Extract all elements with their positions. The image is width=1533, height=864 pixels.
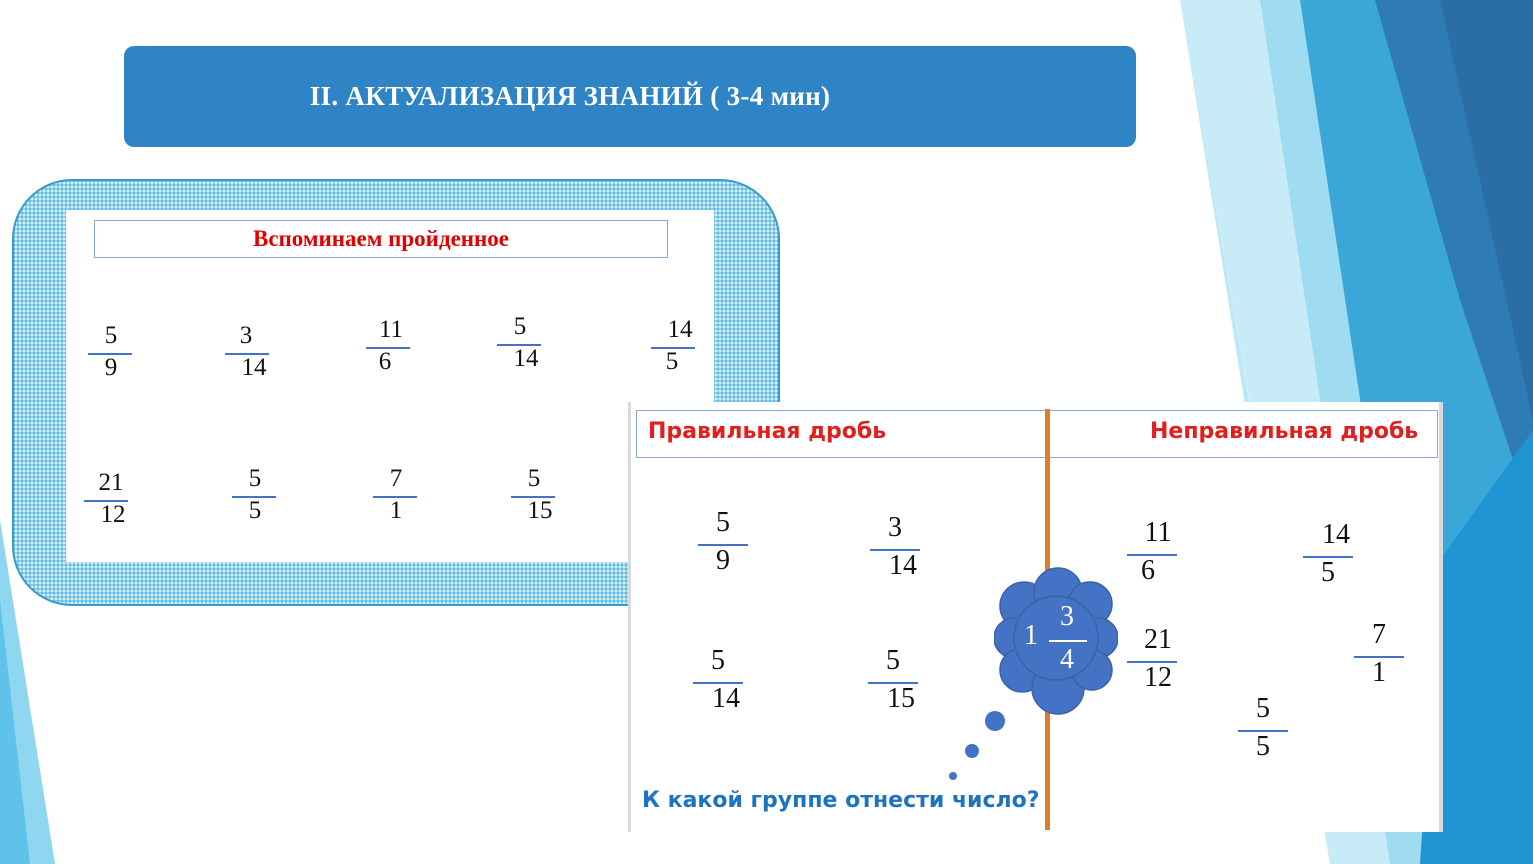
proper-fraction: 5 14: [683, 645, 753, 715]
sort-header-box: [636, 410, 1438, 458]
denominator: 15: [527, 497, 553, 524]
proper-fraction: 3 14: [860, 512, 930, 582]
improper-fraction-label: Неправильная дробь: [1150, 419, 1419, 444]
fraction-bar: [1303, 556, 1353, 558]
recall-heading: Вспоминаем пройденное: [252, 226, 509, 251]
fraction-bar: [1354, 656, 1404, 658]
recall-fraction: 5 5: [220, 465, 290, 535]
denominator: 9: [716, 545, 730, 576]
denominator: 9: [104, 354, 118, 381]
fraction-bar: [366, 347, 410, 349]
improper-fraction: 21 12: [1117, 624, 1187, 694]
denominator: 5: [1256, 731, 1270, 762]
proper-fraction-label: Правильная дробь: [648, 419, 887, 444]
recall-fraction: 14 5: [639, 316, 709, 386]
recall-fraction: 11 6: [354, 316, 424, 386]
slide-title: II. АКТУАЛИЗАЦИЯ ЗНАНИЙ ( 3-4 мин): [309, 81, 831, 111]
numerator: 5: [513, 313, 527, 340]
fraction-bar: [870, 549, 920, 551]
thought-cloud: [994, 567, 1118, 715]
improper-fraction: 11 6: [1117, 517, 1187, 587]
numerator: 7: [1372, 619, 1386, 650]
denominator: 1: [389, 497, 403, 524]
question-text: К какой группе отнести число?: [642, 788, 1040, 813]
numerator: 5: [886, 645, 900, 676]
mixed-number-bar: [1049, 640, 1087, 642]
mixed-number-denominator: 4: [1060, 644, 1074, 675]
fraction-bar: [1127, 554, 1177, 556]
proper-fraction: 5 9: [688, 507, 758, 577]
denominator: 6: [378, 348, 392, 375]
fraction-bar: [651, 347, 695, 349]
numerator: 14: [667, 316, 693, 343]
fraction-bar: [497, 344, 541, 346]
fraction-bar: [511, 496, 555, 498]
numerator: 14: [1322, 519, 1350, 550]
fraction-bar: [693, 682, 743, 684]
recall-heading-box: Вспоминаем пройденное: [94, 220, 668, 258]
denominator: 15: [887, 683, 915, 714]
improper-fraction: 5 5: [1228, 693, 1298, 763]
recall-fraction: 7 1: [361, 465, 431, 535]
numerator: 5: [248, 465, 262, 492]
numerator: 3: [239, 322, 253, 349]
numerator: 5: [104, 322, 118, 349]
denominator: 14: [241, 354, 267, 381]
fraction-bar: [1238, 730, 1288, 732]
numerator: 5: [527, 465, 541, 492]
denominator: 14: [889, 550, 917, 581]
denominator: 12: [1144, 662, 1172, 693]
recall-frame-inner: [66, 210, 714, 562]
improper-fraction: 14 5: [1293, 519, 1363, 589]
numerator: 7: [389, 465, 403, 492]
fraction-bar: [1127, 661, 1177, 663]
recall-fraction: 5 9: [76, 322, 146, 392]
mixed-number-numerator: 3: [1060, 601, 1074, 632]
fraction-bar: [84, 500, 128, 502]
thought-bubbles: [949, 711, 1005, 780]
fraction-bar: [225, 353, 269, 355]
denominator: 6: [1141, 555, 1155, 586]
recall-fraction: 21 12: [76, 469, 146, 539]
proper-fraction: 5 15: [858, 645, 928, 715]
fraction-bar: [232, 496, 276, 498]
numerator: 5: [711, 645, 725, 676]
fraction-bar: [373, 496, 417, 498]
improper-fraction: 7 1: [1344, 619, 1414, 689]
denominator: 5: [665, 348, 679, 375]
fraction-bar: [698, 544, 748, 546]
denominator: 14: [712, 683, 740, 714]
title-bar: II. АКТУАЛИЗАЦИЯ ЗНАНИЙ ( 3-4 мин): [124, 46, 1136, 147]
numerator: 11: [378, 316, 404, 343]
denominator: 12: [100, 501, 126, 528]
fraction-bar: [868, 682, 918, 684]
recall-fraction: 3 14: [213, 322, 283, 392]
numerator: 21: [1144, 624, 1172, 655]
numerator: 3: [888, 512, 902, 543]
fraction-bar: [88, 353, 132, 355]
recall-fraction: 5 15: [499, 465, 569, 535]
denominator: 5: [248, 497, 262, 524]
numerator: 21: [98, 469, 124, 496]
numerator: 5: [1256, 693, 1270, 724]
denominator: 1: [1372, 657, 1386, 688]
denominator: 14: [513, 345, 539, 372]
numerator: 11: [1144, 517, 1172, 548]
denominator: 5: [1321, 557, 1335, 588]
mixed-number-whole: 1: [1024, 620, 1038, 651]
recall-fraction: 5 14: [485, 313, 555, 383]
numerator: 5: [716, 507, 730, 538]
